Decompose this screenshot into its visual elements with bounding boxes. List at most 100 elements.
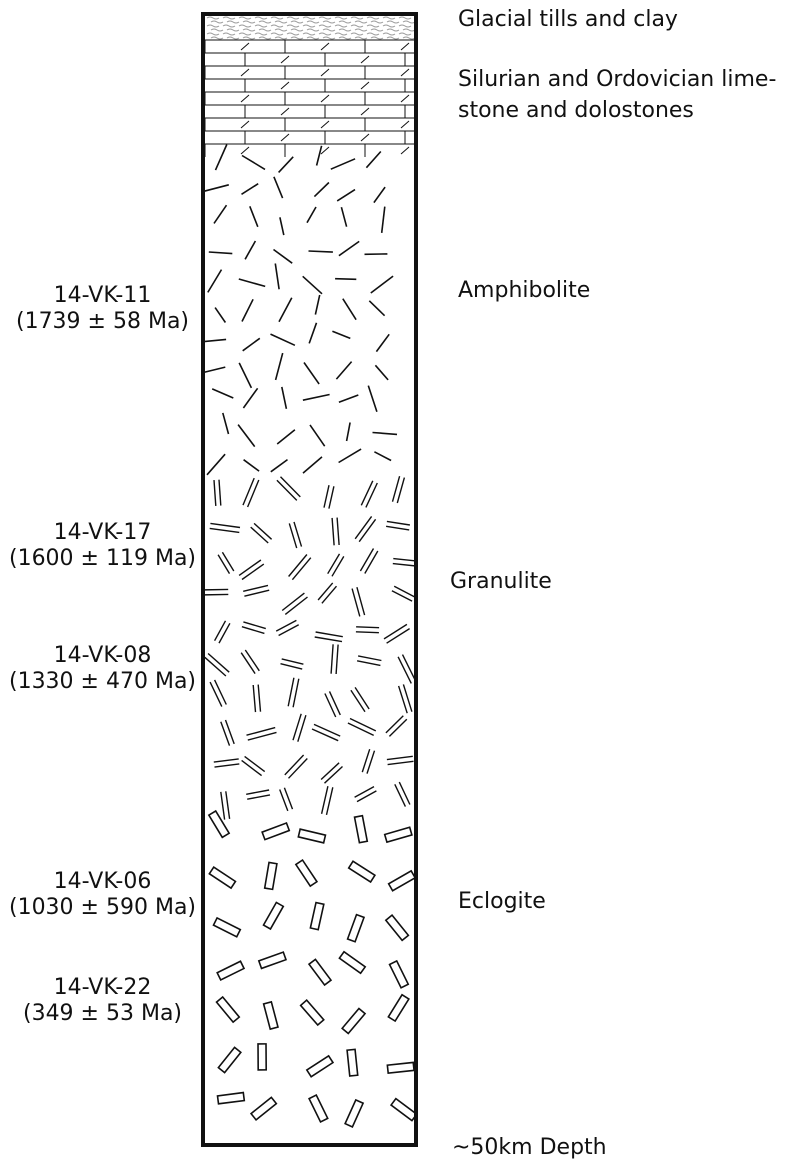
granulite-mark [397,685,408,714]
granulite-mark [314,636,343,643]
till-mark [306,28,320,32]
eclogite-mark [347,860,377,884]
till-mark [338,28,352,32]
sample-label-14-vk-17: 14-VK-17 (1600 ± 119 Ma) [5,520,200,572]
granulite-mark [398,781,411,805]
granulite-mark [356,626,380,629]
limestone-dolomite-mark [280,81,290,90]
amphibolite-mark [244,240,257,260]
till-mark [254,16,268,20]
till-mark [322,36,336,40]
amphibolite-mark [345,422,351,442]
granulite-mark [280,663,303,670]
limestone-dolomite-mark [240,146,250,155]
amphibolite-mark [207,269,223,293]
limestone-dolomite-mark [320,94,330,103]
layer-pattern-eclogite [207,809,416,1128]
granulite-mark [279,789,289,812]
granulite-mark [320,762,340,781]
amphibolite-mark [315,145,323,166]
till-mark [398,24,412,28]
amphibolite-mark [332,330,351,340]
granulite-mark [276,479,298,501]
eclogite-mark [338,950,367,975]
amphibolite-mark [370,275,394,294]
amphibolite-mark [380,206,386,233]
eclogite-mark [261,821,291,841]
till-mark [350,32,364,36]
granulite-mark [356,660,381,667]
granulite-mark [393,585,415,598]
granulite-mark [292,678,300,708]
granulite-mark [386,755,413,761]
till-mark [382,24,396,28]
granulite-mark [250,526,269,544]
till-mark [334,24,348,28]
granulite-mark [244,755,266,773]
amphibolite-mark [335,277,357,281]
till-mark [334,16,348,20]
amphibolite-mark [249,206,259,228]
till-mark [290,20,304,24]
till-mark [226,36,240,40]
limestone-dolomite-mark [441,108,449,115]
granulite-mark [401,654,416,682]
amphibolite-mark [279,217,285,236]
granulite-mark [247,794,271,800]
amphibolite-mark [302,275,323,295]
amphibolite-mark [270,458,288,473]
granulite-mark [204,588,229,591]
amphibolite-mark [314,294,321,315]
amphibolite-mark [308,250,333,253]
eclogite-mark [257,1043,267,1071]
limestone-dolomite-mark [360,107,370,116]
eclogite-mark [257,951,288,970]
amphibolite-mark [242,387,259,409]
till-mark [338,20,352,24]
granulite-mark [257,684,262,712]
eclogite-mark [341,1007,367,1035]
till-mark [286,16,300,20]
amphibolite-mark [338,394,359,404]
eclogite-mark [207,809,231,839]
till-mark [290,36,304,40]
granulite-mark [284,754,305,776]
granulite-mark [291,557,312,581]
amphibolite-mark [241,298,254,322]
till-mark [222,16,236,20]
granulite-mark [320,786,329,814]
amphibolite-mark [243,459,260,472]
limestone-dolomite-mark [441,56,449,63]
granulite-mark [347,722,375,737]
granulite-mark [287,677,295,707]
sample-age: (1600 ± 119 Ma) [8,546,197,571]
till-mark [302,16,316,20]
granulite-mark [330,644,334,674]
till-mark [270,32,284,36]
amphibolite-mark [208,251,233,255]
granulite-mark [213,758,239,763]
granulite-mark [317,582,334,601]
layer-pattern-limestone [204,39,449,157]
till-mark [398,32,412,36]
granulite-mark [324,765,343,784]
amphibolite-mark [278,297,293,323]
amphibolite-mark [241,183,259,195]
layer-pattern-glacial-till [206,16,416,40]
granulite-mark [394,783,407,807]
granulite-mark [209,527,240,534]
granulite-mark [328,486,335,509]
amphibolite-mark [308,322,318,344]
granulite-mark [349,717,377,732]
till-mark [306,20,320,24]
till-mark [258,36,272,40]
granulite-mark [288,523,298,549]
till-mark [318,32,332,36]
amphibolite-mark [270,333,296,347]
granulite-mark [253,522,273,540]
granulite-mark [361,748,371,773]
amphibolite-mark [241,154,266,171]
granulite-mark [275,619,297,632]
amphibolite-mark [204,338,227,343]
limestone-dolomite-mark [240,42,250,51]
